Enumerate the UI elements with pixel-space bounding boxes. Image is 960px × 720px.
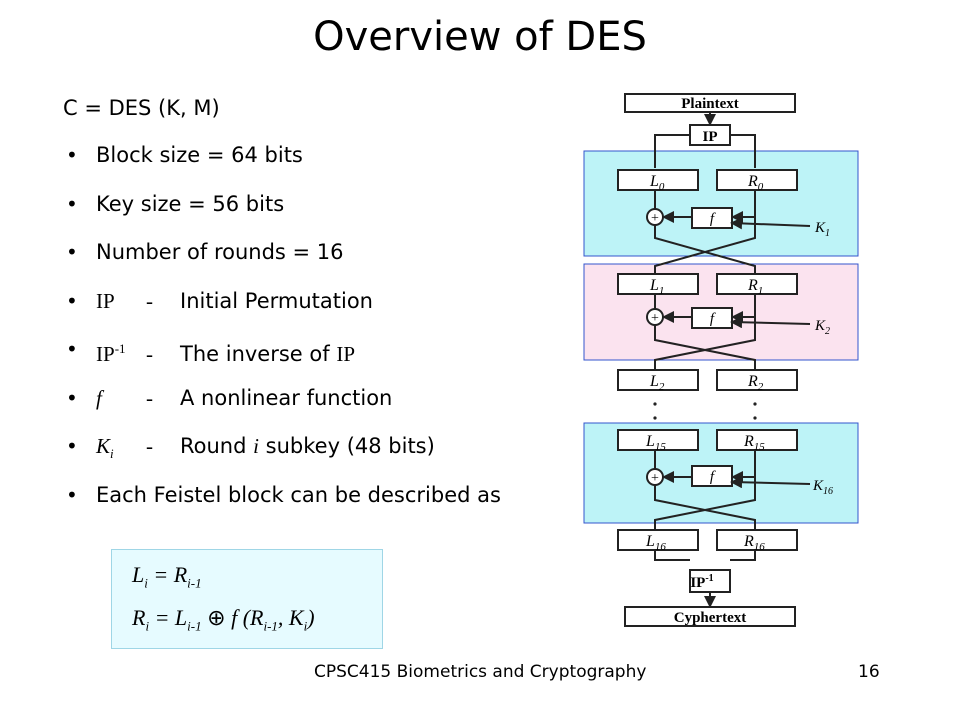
r1-box <box>716 273 798 295</box>
ki-symbol: Ki <box>96 434 114 462</box>
bullet-rounds: •Number of rounds = 16 <box>66 240 344 264</box>
l2-box <box>617 369 699 391</box>
k16-label: K16 <box>812 478 833 497</box>
svg-text:+: + <box>651 211 659 226</box>
round-1-panel <box>583 150 859 257</box>
footer-course: CPSC415 Biometrics and Cryptography <box>314 662 647 682</box>
r16-box <box>716 529 798 551</box>
bullet-ip: •IP-Initial Permutation <box>66 288 373 313</box>
svg-text:+: + <box>651 311 659 326</box>
bullet-block-size: •Block size = 64 bits <box>66 143 303 167</box>
l0-label: L0 <box>649 173 665 193</box>
bullet-ki: •Ki-Round i subkey (48 bits) <box>60 434 530 483</box>
svg-text:f: f <box>710 211 716 227</box>
l1-label: L1 <box>649 277 664 297</box>
feistel-formula-box: Li = Ri-1 Ri = Li-1 ⊕ f (Ri-1, Ki) <box>111 549 383 649</box>
slide-number: 16 <box>858 662 880 682</box>
r15-box <box>716 429 798 451</box>
l16-box <box>617 529 699 551</box>
bullet-f: •f-A nonlinear function <box>66 385 393 410</box>
k2-label: K2 <box>814 318 830 337</box>
svg-text:+: + <box>651 471 659 486</box>
r16-label: R16 <box>743 533 765 553</box>
bullet-key-size: •Key size = 56 bits <box>66 191 285 216</box>
r1-label: R1 <box>747 277 763 297</box>
l15-label: L15 <box>645 433 666 453</box>
f-symbol: f <box>96 385 102 410</box>
r0-box <box>716 169 798 191</box>
r2-label: R2 <box>747 373 764 393</box>
ip-inverse-symbol: IP-1 <box>96 341 126 366</box>
feistel-eq-right: Ri = Li-1 ⊕ f (Ri-1, Ki) <box>132 605 315 634</box>
svg-text:f: f <box>710 311 716 327</box>
l0-box <box>617 169 699 191</box>
bullet-ip-inverse: •IP-1-The inverse of IP <box>66 337 356 366</box>
des-structure-diagram: Plaintext IP L0 R0 + f K1 L1 R1 + f K2 L… <box>583 93 859 627</box>
r0-label: R0 <box>747 173 764 193</box>
ip-symbol: IP <box>96 288 115 313</box>
l2-label: L2 <box>649 373 665 393</box>
slide-title: Overview of DES <box>313 14 647 60</box>
bullet-feistel: •Each Feistel block can be described as <box>66 482 501 507</box>
l15-box <box>617 429 699 451</box>
des-formula: C = DES (K, M) <box>63 96 220 120</box>
k1-label: K1 <box>814 220 830 239</box>
l16-label: L16 <box>645 533 666 553</box>
r15-label: R15 <box>743 433 765 453</box>
ciphertext-box <box>624 606 796 627</box>
plaintext-label: Plaintext <box>681 96 739 112</box>
svg-text:f: f <box>710 469 716 485</box>
ciphertext-label: Cyphertext <box>674 610 746 626</box>
feistel-eq-left: Li = Ri-1 <box>132 562 202 591</box>
l1-box <box>617 273 699 295</box>
r2-box <box>716 369 798 391</box>
ip-inverse-label: IP-1 <box>690 573 713 591</box>
ip-label: IP <box>703 129 718 145</box>
bullet-list: •Block size = 64 bits •Key size = 56 bit… <box>60 143 530 543</box>
